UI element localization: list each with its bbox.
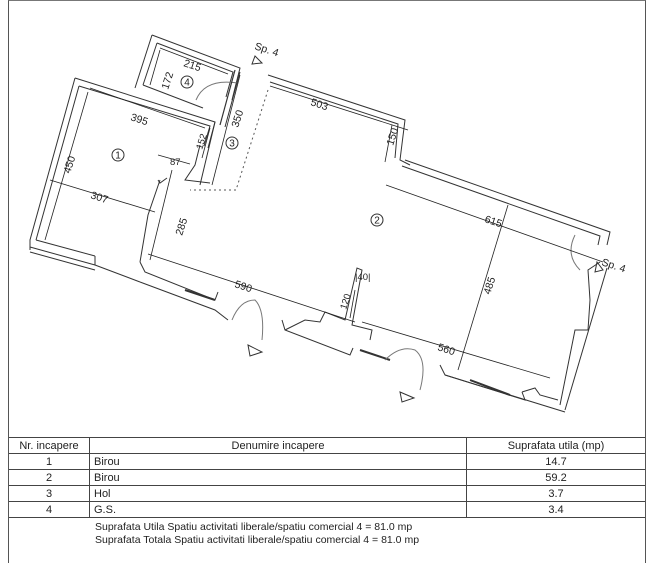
dimension-labels: 215 172 395 350 450 152 87 307 503 150 2…	[61, 40, 627, 358]
cell-name: Birou	[89, 453, 467, 470]
svg-text:307: 307	[89, 189, 110, 206]
table-row: 4 G.S. 3.4	[9, 501, 645, 518]
svg-text:172: 172	[159, 70, 176, 91]
svg-text:215: 215	[182, 57, 203, 74]
cell-name: G.S.	[89, 501, 467, 518]
svg-text:87: 87	[170, 157, 181, 168]
dimension-lines	[44, 47, 604, 379]
svg-text:|40|: |40|	[355, 272, 371, 283]
svg-text:1: 1	[115, 151, 121, 162]
cell-nr: 4	[9, 501, 90, 518]
svg-text:615: 615	[483, 213, 504, 230]
svg-text:450: 450	[61, 154, 78, 175]
header-area: Suprafata utila (mp)	[466, 437, 645, 454]
svg-text:3: 3	[229, 139, 235, 150]
header-nr: Nr. incapere	[9, 437, 90, 454]
area-totals: Suprafata Utila Spatiu activitati libera…	[95, 521, 419, 547]
svg-text:285: 285	[173, 216, 190, 237]
svg-text:120: 120	[338, 292, 353, 310]
cell-nr: 1	[9, 453, 90, 470]
cell-name: Birou	[89, 469, 467, 486]
rooms-table: Nr. incapere Denumire incapere Suprafata…	[9, 437, 645, 518]
sp-label-right: Sp. 4	[600, 256, 627, 275]
cell-area: 14.7	[466, 453, 645, 470]
table-row: 3 Hol 3.7	[9, 485, 645, 502]
svg-text:152: 152	[194, 132, 209, 150]
cell-area: 59.2	[466, 469, 645, 486]
floor-plan: 215 172 395 350 450 152 87 307 503 150 2…	[8, 0, 646, 437]
cell-name: Hol	[89, 485, 467, 502]
room-number-markers: 1 2 3 4	[111, 75, 384, 227]
cell-area: 3.7	[466, 485, 645, 502]
svg-text:395: 395	[129, 111, 150, 128]
header-name: Denumire incapere	[89, 437, 467, 454]
svg-text:590: 590	[233, 278, 254, 295]
svg-text:560: 560	[436, 341, 457, 358]
svg-text:503: 503	[309, 96, 330, 113]
cell-area: 3.4	[466, 501, 645, 518]
room-2-walls	[139, 55, 611, 413]
svg-text:4: 4	[184, 78, 190, 89]
document-frame	[8, 0, 646, 563]
total-overall-area: Suprafata Totala Spatiu activitati liber…	[95, 534, 420, 546]
cell-nr: 2	[9, 469, 90, 486]
svg-text:150: 150	[384, 126, 401, 147]
table-row: 1 Birou 14.7	[9, 453, 645, 470]
table-header-row: Nr. incapere Denumire incapere Suprafata…	[9, 437, 645, 454]
svg-text:2: 2	[374, 216, 380, 227]
svg-text:485: 485	[481, 275, 498, 296]
sp-label-top: Sp. 4	[253, 40, 280, 59]
table-row: 2 Birou 59.2	[9, 469, 645, 486]
total-usable-area: Suprafata Utila Spatiu activitati libera…	[95, 521, 413, 533]
cell-nr: 3	[9, 485, 90, 502]
room-4-walls	[134, 34, 241, 109]
svg-text:350: 350	[229, 108, 246, 129]
